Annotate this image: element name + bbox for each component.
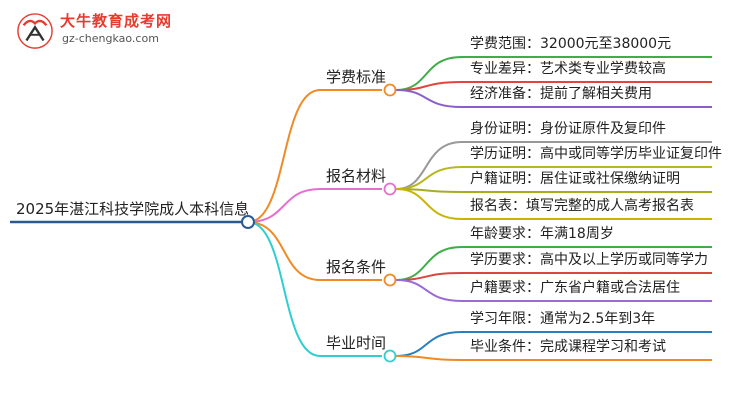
branch-collapse-node[interactable] — [383, 182, 397, 196]
leaf-topic: 经济准备：提前了解相关费用 — [470, 86, 652, 102]
branch-topic: 报名条件 — [326, 258, 387, 276]
branch-topic: 报名材料 — [326, 167, 387, 185]
root-topic: 2025年湛江科技学院成人本科信息 — [16, 200, 250, 218]
leaf-connector — [395, 272, 463, 281]
leaf-topic: 专业差异：艺术类专业学费较高 — [470, 61, 666, 77]
branch-connector — [247, 221, 321, 357]
leaf-topic: 年龄要求：年满18周岁 — [470, 226, 614, 242]
leaf-topic: 户籍证明：居住证或社保缴纳证明 — [470, 171, 680, 187]
branch-connector — [247, 221, 321, 281]
leaf-connector — [395, 331, 463, 357]
leaf-connector — [395, 89, 463, 108]
leaf-topic: 学习年限：通常为2.5年到3年 — [470, 311, 656, 327]
logo-url: gz-chengkao.com — [62, 32, 159, 45]
leaf-connector — [395, 355, 463, 361]
leaf-topic: 报名表：填写完整的成人高考报名表 — [470, 198, 694, 214]
leaf-connector — [395, 188, 463, 220]
branch-collapse-node[interactable] — [383, 273, 397, 287]
leaf-topic: 身份证明：身份证原件及复印件 — [470, 121, 666, 137]
leaf-topic: 户籍要求：广东省户籍或合法居住 — [470, 280, 680, 296]
leaf-topic: 学历要求：高中及以上学历或同等学力 — [470, 252, 708, 268]
branch-collapse-node[interactable] — [383, 83, 397, 97]
leaf-connector — [395, 166, 463, 190]
logo-title: 大牛教育成考网 — [60, 12, 173, 30]
logo: 大牛教育成考网 gz-chengkao.com — [10, 6, 173, 54]
leaf-connector — [395, 81, 463, 91]
leaf-connector — [395, 141, 463, 190]
ox-logo-icon — [17, 13, 53, 49]
leaf-connector — [395, 279, 463, 302]
branch-connector — [247, 89, 321, 223]
leaf-topic: 学历证明：高中或同等学历毕业证复印件 — [470, 146, 722, 162]
leaf-topic: 学费范围：32000元至38000元 — [470, 36, 672, 52]
root-collapse-node[interactable] — [241, 215, 255, 229]
branch-collapse-node[interactable] — [383, 349, 397, 363]
branch-connector — [247, 188, 321, 223]
branch-topic: 毕业时间 — [326, 334, 387, 352]
leaf-topic: 毕业条件：完成课程学习和考试 — [470, 339, 666, 355]
branch-topic: 学费标准 — [326, 68, 387, 86]
